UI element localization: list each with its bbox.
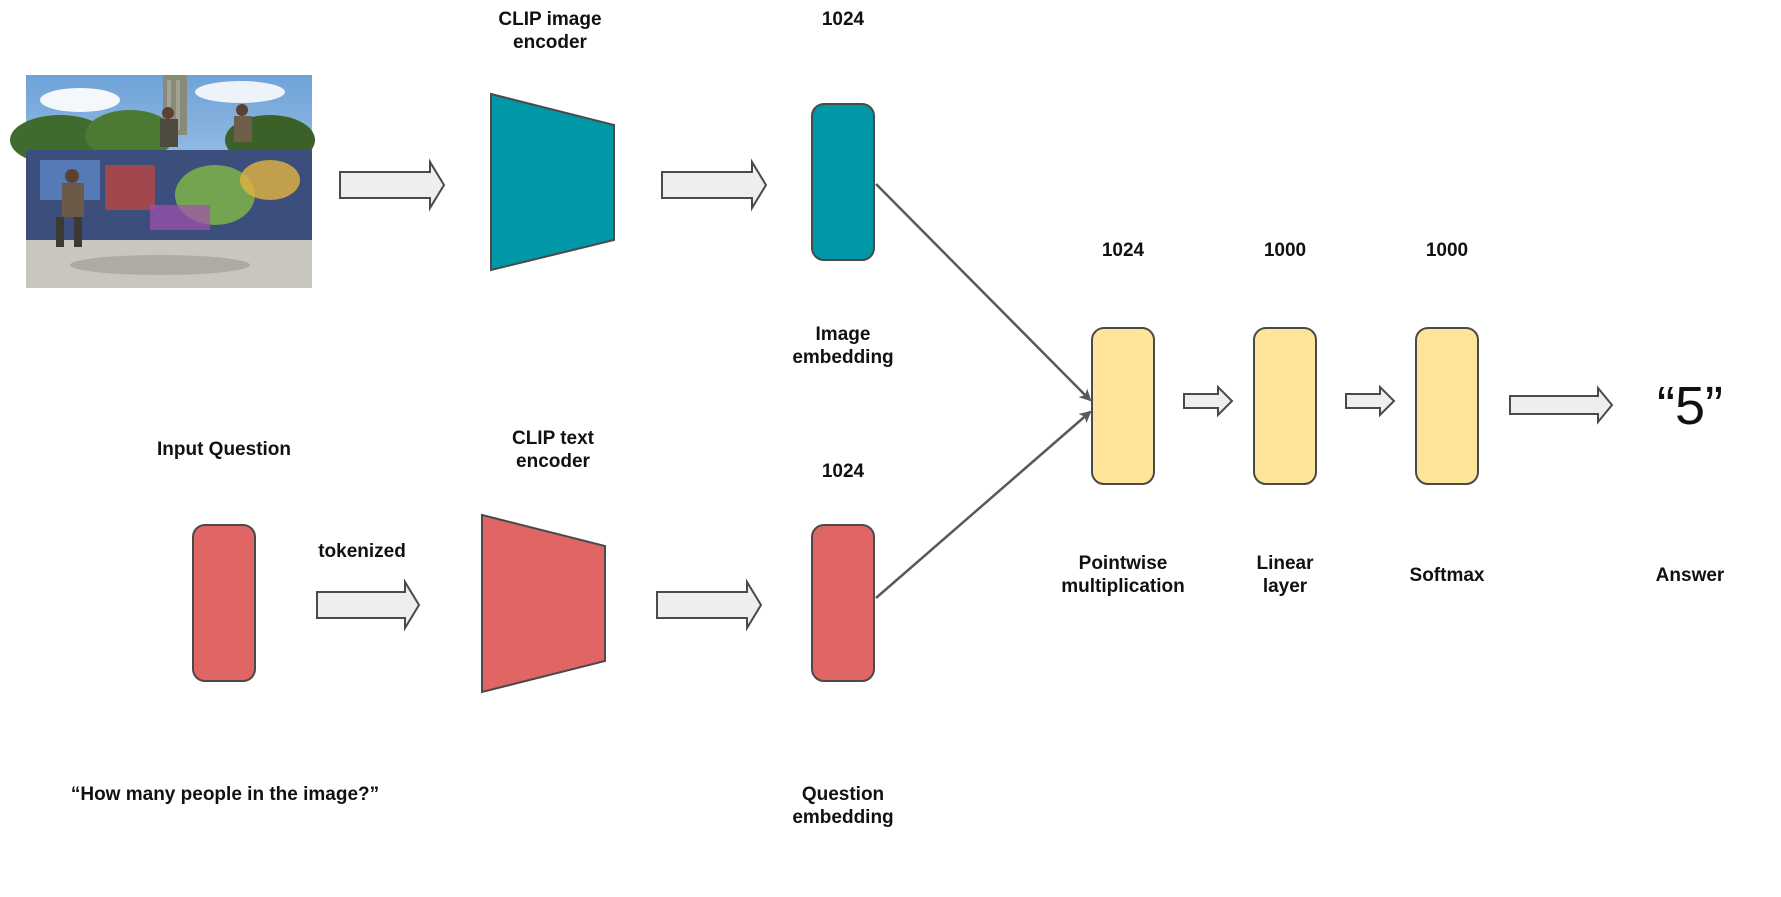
question-embedding-label: Question embedding: [792, 784, 894, 828]
block-arrow-softmax-to-answer: [1509, 385, 1614, 425]
softmax-dim: 1000: [1425, 240, 1469, 261]
softmax-box: [1415, 327, 1479, 485]
block-arrow-tokenized: [316, 578, 421, 632]
linear-layer-box: [1253, 327, 1317, 485]
connector-image-to-pointwise: [875, 183, 1092, 402]
input-question-label: Input Question: [156, 439, 292, 460]
image-embedding-dim: 1024: [821, 9, 865, 30]
clip-text-encoder: [481, 513, 606, 694]
tokenized-label: tokenized: [318, 541, 406, 562]
block-arrow-linear-to-softmax: [1345, 384, 1396, 418]
linear-dim: 1000: [1263, 240, 1307, 261]
image-encoder-label: CLIP image encoder: [498, 9, 602, 53]
pointwise-dim: 1024: [1101, 240, 1145, 261]
answer-value: “5”: [1657, 376, 1723, 436]
input-image: [10, 75, 315, 288]
image-embedding-label: Image embedding: [792, 324, 894, 368]
block-arrow-image-to-encoder: [339, 158, 446, 212]
input-question-box: [192, 524, 256, 682]
clip-image-encoder: [490, 92, 615, 272]
linear-layer-label: Linear layer: [1256, 553, 1314, 597]
pointwise-label: Pointwise multiplication: [1061, 553, 1185, 597]
pointwise-multiplication-box: [1091, 327, 1155, 485]
question-text: “How many people in the image?”: [70, 784, 380, 805]
block-arrow-text-encoder-to-question-embedding: [656, 578, 763, 632]
block-arrow-encoder-to-image-embedding: [661, 158, 768, 212]
question-embedding-box: [811, 524, 875, 682]
block-arrow-pointwise-to-linear: [1183, 384, 1234, 418]
text-encoder-label: CLIP text encoder: [511, 428, 594, 472]
softmax-label: Softmax: [1409, 565, 1485, 586]
connector-question-to-pointwise: [875, 410, 1092, 599]
answer-label: Answer: [1655, 565, 1725, 586]
question-embedding-dim: 1024: [821, 461, 865, 482]
image-embedding-box: [811, 103, 875, 261]
